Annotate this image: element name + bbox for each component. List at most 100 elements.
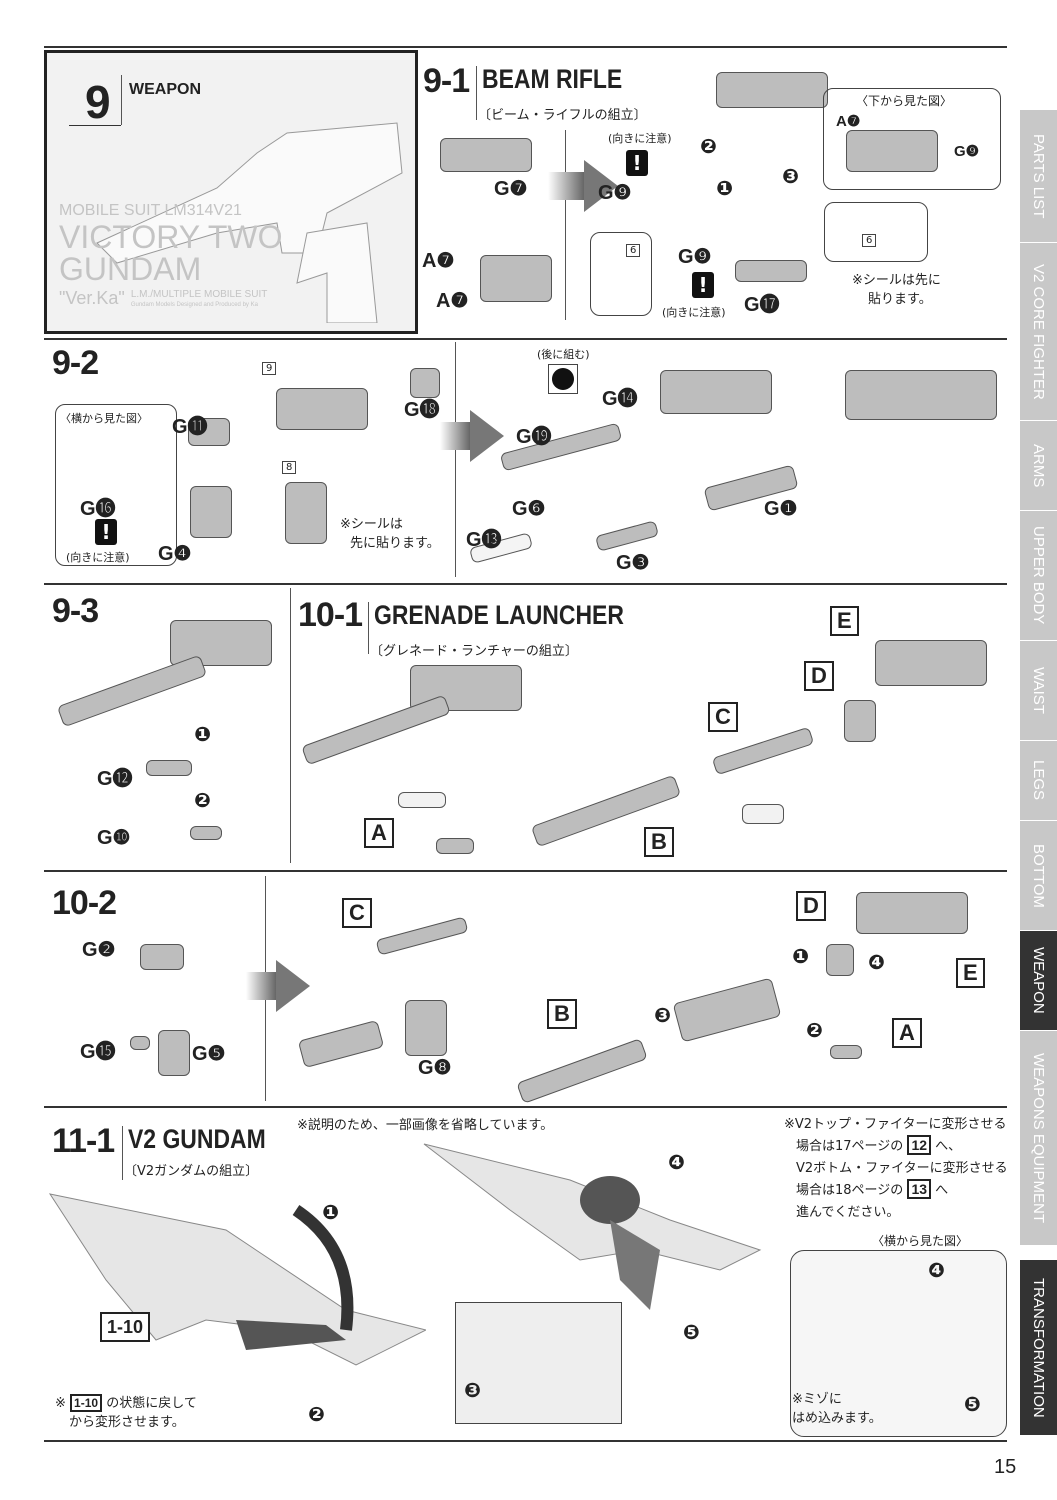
assembly-label-C: C xyxy=(708,702,738,732)
part-illustration xyxy=(711,726,815,776)
part-illustration xyxy=(516,1038,648,1104)
note-text: へ xyxy=(935,1183,949,1198)
transition-arrow xyxy=(440,422,470,450)
step-number-icon: ❶ xyxy=(194,722,211,746)
post-assembly-icon xyxy=(548,364,578,394)
part-illustration xyxy=(875,640,987,686)
v2-gundam-illustration xyxy=(423,1143,762,1310)
part-label: G❻ xyxy=(512,498,546,520)
divider xyxy=(44,338,1007,340)
step-number-icon: ❷ xyxy=(194,788,211,812)
beam-rifle-illustration xyxy=(96,122,403,323)
part-illustration xyxy=(844,700,876,742)
transition-arrow xyxy=(548,172,584,200)
part-illustration xyxy=(146,760,192,776)
omission-note: ※説明のため、一部画像を省略しています。 xyxy=(297,1118,554,1133)
assembly-label-B: B xyxy=(644,827,674,857)
side-view-label: 〈横から見た図〉 xyxy=(60,412,148,425)
logo-text: GUNDAM xyxy=(59,251,202,287)
orientation-note: (向きに注意) xyxy=(662,306,726,319)
part-label: G⓯ xyxy=(80,1041,116,1063)
tab-v2-core-fighter[interactable]: V2 CORE FIGHTER xyxy=(1020,243,1057,421)
part-illustration xyxy=(845,370,997,420)
transform-note-line: 進んでください。 xyxy=(796,1205,900,1220)
step-10-1-subtitle: 〔グレネード・ランチャーの組立〕 xyxy=(370,644,578,659)
part-illustration xyxy=(480,255,552,302)
step-9-2-number: 9-2 xyxy=(52,344,99,382)
step-ref-12[interactable]: 12 xyxy=(907,1135,932,1155)
tab-legs[interactable]: LEGS xyxy=(1020,741,1057,821)
part-illustration xyxy=(846,130,938,172)
step-10-1-number: 10-1 xyxy=(298,596,363,634)
part-illustration xyxy=(410,368,440,398)
part-illustration xyxy=(716,72,828,108)
part-illustration xyxy=(190,486,232,538)
sticker-note: ※シールは xyxy=(340,517,403,532)
step-ref-1-10[interactable]: 1-10 xyxy=(100,1312,151,1342)
part-label: G❾ xyxy=(598,182,632,204)
part-illustration xyxy=(56,654,208,728)
bottom-view-label: 〈下から見た図〉 xyxy=(856,94,953,108)
part-label: G⓭ xyxy=(466,529,502,551)
step-ref-1-10[interactable]: 1-10 xyxy=(70,1394,103,1412)
step-number-icon: ❷ xyxy=(806,1018,823,1042)
part-illustration xyxy=(158,1030,190,1076)
bottom-rule xyxy=(44,1440,1007,1442)
orientation-note: (向きに注意) xyxy=(66,551,130,564)
transition-arrow-head xyxy=(276,960,310,1012)
part-label: G❿ xyxy=(97,827,131,849)
tab-weapon[interactable]: WEAPON xyxy=(1020,931,1057,1031)
part-label: G❽ xyxy=(418,1057,452,1079)
part-illustration xyxy=(301,694,451,766)
note-text: ※ミゾに xyxy=(792,1392,842,1407)
transform-note-line: 場合は18ページの 13 へ xyxy=(784,1179,1008,1202)
part-illustration xyxy=(830,1045,862,1059)
part-label: G⓮ xyxy=(602,388,638,410)
step-number-icon: ❷ xyxy=(700,134,717,158)
note-text: へ、 xyxy=(935,1139,962,1154)
assembly-label-D: D xyxy=(796,891,826,921)
weapon-header-panel: 9 WEAPON MOBILE SUIT LM314V21 VICTORY TW… xyxy=(44,50,418,334)
transition-arrow xyxy=(246,972,276,1000)
divider xyxy=(290,588,291,863)
part-label: G⓫ xyxy=(172,416,208,438)
part-label: A❼ xyxy=(436,290,469,312)
step-number-icon: ❶ xyxy=(792,944,809,968)
step-ref-13[interactable]: 13 xyxy=(907,1179,932,1199)
tab-waist[interactable]: WAIST xyxy=(1020,641,1057,741)
divider xyxy=(455,342,456,577)
divider xyxy=(368,602,369,654)
logo-subtext: L.M./MULTIPLE MOBILE SUIT Gundam Models … xyxy=(131,289,268,309)
side-view-panel xyxy=(790,1250,1007,1437)
page-number: 15 xyxy=(994,1456,1017,1478)
tab-upper-body[interactable]: UPPER BODY xyxy=(1020,511,1057,641)
step-number-icon: ❹ xyxy=(668,1150,685,1174)
part-label: G❶ xyxy=(764,498,798,520)
logo-text: L.M./MULTIPLE MOBILE SUIT xyxy=(130,289,268,300)
transform-note-line: V2ボトム・ファイターに変形させる xyxy=(796,1161,1008,1176)
part-illustration xyxy=(436,838,474,854)
tab-transformation[interactable]: TRANSFORMATION xyxy=(1020,1260,1057,1436)
tab-parts-list[interactable]: PARTS LIST xyxy=(1020,110,1057,243)
part-label: G❸ xyxy=(616,552,650,574)
warning-icon: ! xyxy=(692,272,714,298)
tab-weapons-equipment[interactable]: WEAPONS EQUIPMENT xyxy=(1020,1031,1057,1246)
step-number-icon: ❹ xyxy=(928,1258,945,1282)
part-label: G⓳ xyxy=(516,426,552,448)
assembly-label-B: B xyxy=(547,999,577,1029)
step-9-1-subtitle: 〔ビーム・ライフルの組立〕 xyxy=(478,108,647,123)
part-illustration xyxy=(398,792,446,808)
divider xyxy=(121,75,122,125)
tab-arms[interactable]: ARMS xyxy=(1020,421,1057,511)
step-9-1-title: BEAM RIFLE xyxy=(482,64,623,94)
transform-note: ※V2トップ・ファイターに変形させる 場合は17ページの 12 へ、 V2ボトム… xyxy=(784,1114,1008,1224)
part-illustration xyxy=(285,482,327,544)
note-text: から変形させます。 xyxy=(69,1415,185,1430)
bottom-view-panel xyxy=(823,88,1001,190)
step-number-icon: ❺ xyxy=(964,1392,981,1416)
sticker-number: 6 xyxy=(862,234,877,247)
note-text: ※ xyxy=(55,1396,66,1411)
tab-bottom[interactable]: BOTTOM xyxy=(1020,821,1057,931)
orientation-note: (向きに注意) xyxy=(608,132,672,145)
part-label: G❾ xyxy=(678,246,712,268)
